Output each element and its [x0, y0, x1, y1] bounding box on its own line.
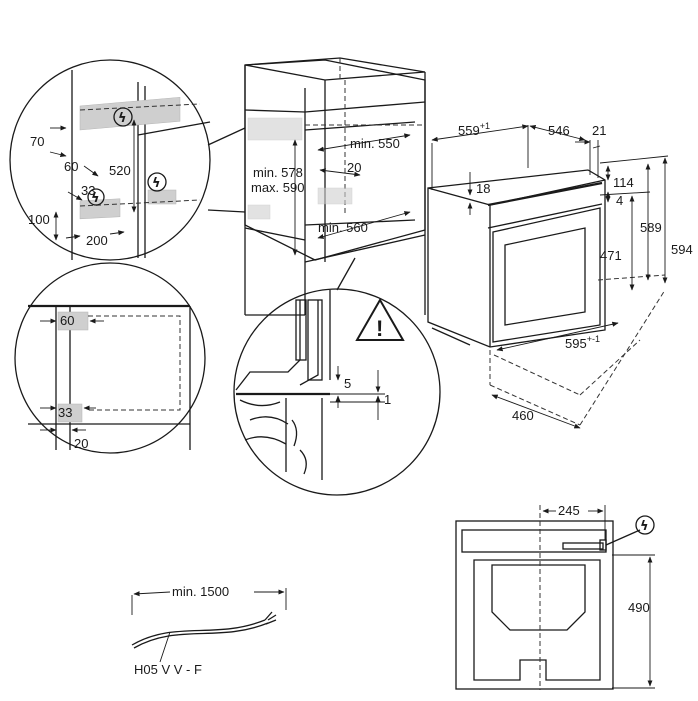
electric-icon [635, 515, 655, 535]
dim-33: 33 [81, 183, 95, 198]
dim-1: 1 [384, 392, 391, 407]
dim-200: 200 [86, 233, 108, 248]
dim-490: 490 [628, 600, 650, 615]
warning-icon [355, 297, 405, 341]
dim-60: 60 [60, 313, 74, 328]
dim-5: 5 [344, 376, 351, 391]
dim-4: 4 [616, 193, 623, 208]
electric-icon [113, 107, 133, 127]
detail-circle-left: 60 33 20 [14, 262, 206, 454]
dim-70: 70 [30, 134, 44, 149]
cable-type: H05 V V - F [134, 662, 202, 677]
dim-min-550: min. 550 [350, 136, 400, 151]
cable-detail: min. 1500 H05 V V - F [131, 584, 287, 677]
dim-589: 589 [640, 220, 662, 235]
dim-min-560: min. 560 [318, 220, 368, 235]
dim-20: 20 [74, 436, 88, 451]
dim-520: 520 [109, 163, 131, 178]
oven: 559+1 546 21 18 114 4 589 594 471 595+-1… [427, 121, 693, 429]
dim-594: 594 [671, 242, 693, 257]
dim-595-tolerance: +-1 [587, 334, 600, 344]
electric-icon-glyph: ϟ [91, 191, 100, 206]
dim-114: 114 [613, 175, 634, 190]
rear-view: ϟ 245 490 [455, 503, 655, 690]
electric-icon-glyph: ϟ [152, 176, 161, 191]
dim-559-tolerance: +1 [480, 121, 490, 131]
dim-33: 33 [58, 405, 72, 420]
dim-20: 20 [347, 160, 361, 175]
dim-min-578: min. 578 [253, 165, 303, 180]
electric-icon [87, 188, 105, 206]
detail-circle-warning: 5 1 ! [233, 257, 441, 496]
warning-icon-glyph: ! [376, 316, 383, 341]
cable-min-length: min. 1500 [172, 584, 229, 599]
dim-18: 18 [476, 181, 490, 196]
dim-559: 559+1 [458, 121, 490, 138]
electric-icon [147, 172, 167, 192]
dim-60: 60 [64, 159, 78, 174]
dim-100: 100 [28, 212, 50, 227]
dim-245: 245 [558, 503, 580, 518]
electric-icon-glyph: ϟ [640, 519, 649, 534]
cabinet: min. 550 20 min. 578 max. 590 min. 560 [244, 57, 426, 316]
electric-icon-glyph: ϟ [118, 111, 127, 126]
dim-21: 21 [592, 123, 606, 138]
detail-circle-top: ϟ ϟ ϟ 70 60 520 33 100 200 [9, 59, 246, 261]
dim-max-590: max. 590 [251, 180, 304, 195]
dim-546: 546 [548, 123, 570, 138]
dim-460: 460 [512, 408, 534, 423]
dim-595: 595+-1 [565, 334, 600, 351]
dim-471: 471 [600, 248, 622, 263]
